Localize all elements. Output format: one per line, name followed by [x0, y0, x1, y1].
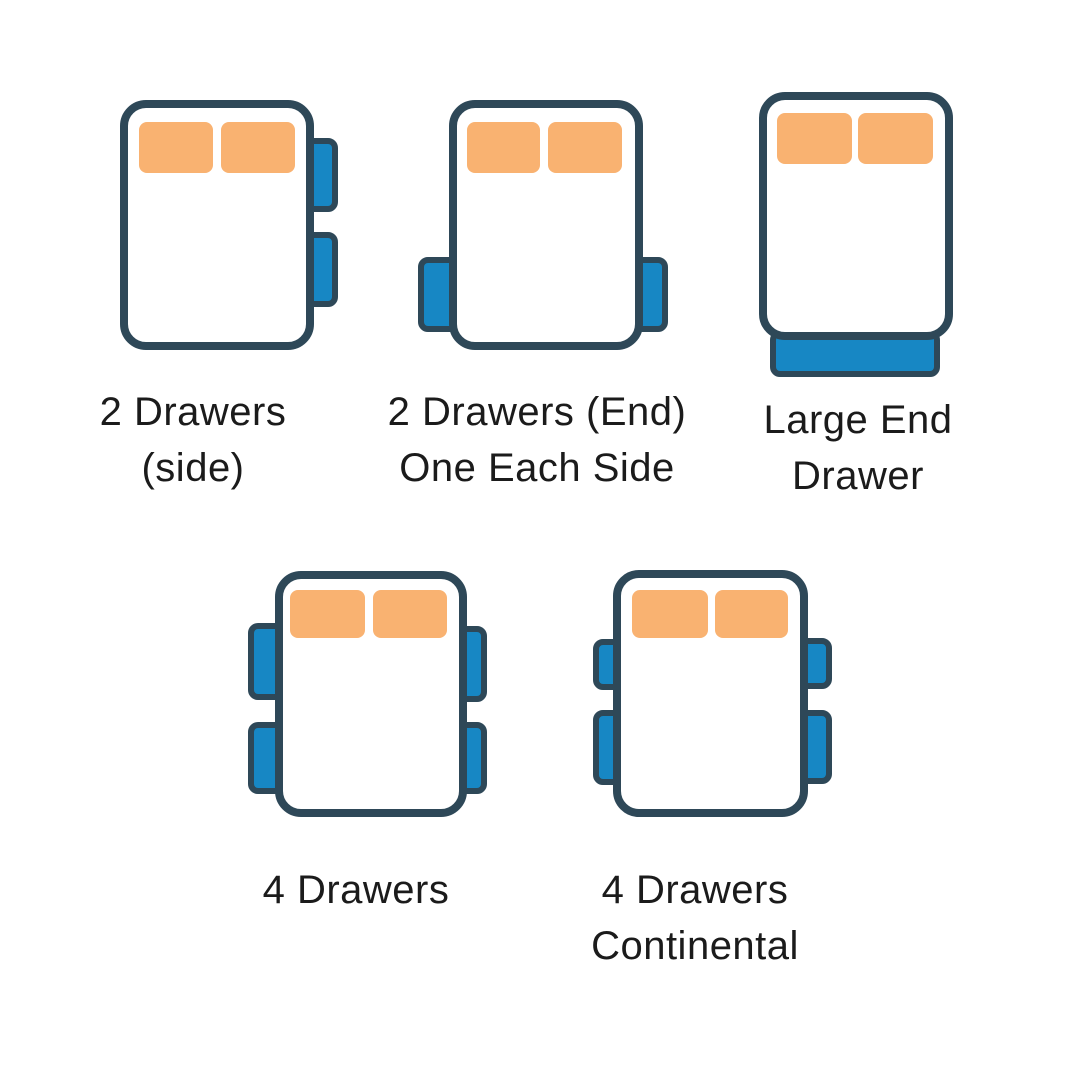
pillow-icon-left: [139, 122, 213, 173]
pillow-icon-left: [777, 113, 852, 164]
pillow-icon-right: [715, 590, 788, 638]
figure-label: 4 Drawers Continental: [575, 862, 815, 974]
pillow-icon-right: [548, 122, 622, 173]
figure-label-line: 4 Drawers: [601, 868, 789, 912]
figure-label-line: 4 Drawers: [262, 868, 450, 912]
figure-label: 2 Drawers (End) One Each Side: [387, 384, 687, 496]
figure-label: 2 Drawers (side): [73, 384, 313, 496]
pillow-icon-right: [373, 590, 447, 638]
figure-label-line: 2 Drawers: [99, 390, 287, 434]
figure-label-line: One Each Side: [399, 446, 675, 490]
figure-label-line: 2 Drawers (End): [387, 390, 687, 434]
figure-label-line: Drawer: [792, 454, 924, 498]
figure-label: 4 Drawers: [236, 862, 476, 918]
figure-label-line: Continental: [591, 924, 799, 968]
figure-label-line: Large End: [763, 398, 953, 442]
pillow-icon-left: [467, 122, 540, 173]
pillow-icon-left: [632, 590, 708, 638]
pillow-icon-left: [290, 590, 365, 638]
pillow-icon-right: [221, 122, 295, 173]
figure-label-line: (side): [141, 446, 245, 490]
pillow-icon-right: [858, 113, 933, 164]
figure-label: Large End Drawer: [738, 392, 978, 504]
